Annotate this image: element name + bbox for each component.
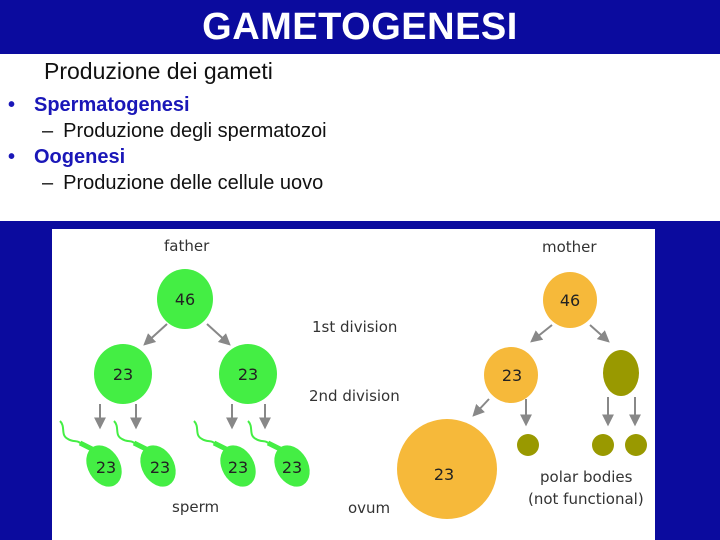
sperm-cells xyxy=(59,420,310,487)
bullet-dot: • xyxy=(8,94,16,116)
polar-body-3 xyxy=(625,434,647,456)
ovum-cell-count: 23 xyxy=(434,465,454,484)
primary-oocyte-cell xyxy=(484,347,538,403)
father-label: father xyxy=(164,237,210,255)
father-cell xyxy=(157,269,213,329)
male-cells xyxy=(94,269,277,404)
arrow-father-right xyxy=(206,323,231,346)
arrow-to-ovum xyxy=(472,398,490,417)
first-polar-body xyxy=(603,350,639,396)
sperm-label: sperm xyxy=(172,498,219,516)
primary-oocyte-count: 23 xyxy=(502,366,522,385)
division-arrows xyxy=(94,323,641,430)
bullet-label: Oogenesi xyxy=(34,146,126,168)
sperm-count-1: 23 xyxy=(96,458,116,477)
ovum-cell xyxy=(397,419,497,519)
slide-title: GAMETOGENESI xyxy=(202,5,518,48)
female-cells xyxy=(397,272,647,519)
second-division-label: 2nd division xyxy=(309,387,400,405)
sperm-cell-3 xyxy=(193,420,256,487)
diagram-canvas: father mother 1st division 2nd division … xyxy=(59,237,647,519)
bullet-list: • Spermatogenesi –Produzione degli sperm… xyxy=(8,92,327,196)
bullet-label: Spermatogenesi xyxy=(34,94,190,116)
slide-title-bar: GAMETOGENESI xyxy=(0,0,720,54)
polar-body-1 xyxy=(517,434,539,456)
slide-subtitle: Produzione dei gameti xyxy=(44,58,273,84)
mother-cell xyxy=(543,272,597,328)
sub-bullet-dash: – xyxy=(42,172,54,194)
first-division-label: 1st division xyxy=(312,318,397,336)
bullet-dot: • xyxy=(8,146,16,168)
sub-bullet-text: Produzione delle cellule uovo xyxy=(63,172,324,194)
bullet-spermatogenesis: • Spermatogenesi xyxy=(8,92,327,118)
not-functional-label: (not functional) xyxy=(528,490,644,508)
sperm-cell-2 xyxy=(113,420,176,487)
polar-body-2 xyxy=(592,434,614,456)
sperm-precursor-count-1: 23 xyxy=(113,365,133,384)
mother-cell-count: 46 xyxy=(560,291,580,310)
arrow-mother-right xyxy=(589,324,610,343)
arrow-mother-left xyxy=(530,324,553,343)
polar-bodies-label: polar bodies xyxy=(540,468,633,486)
sub-bullet-egg-cells: –Produzione delle cellule uovo xyxy=(8,170,327,196)
arrow-father-left xyxy=(143,323,168,346)
sperm-count-2: 23 xyxy=(150,458,170,477)
mother-label: mother xyxy=(542,238,597,256)
sub-bullet-text: Produzione degli spermatozoi xyxy=(63,120,327,142)
sub-bullet-dash: – xyxy=(42,120,54,142)
gametogenesis-diagram: father mother 1st division 2nd division … xyxy=(52,229,655,540)
sperm-precursor-count-2: 23 xyxy=(238,365,258,384)
sperm-cell-1 xyxy=(59,420,122,487)
sperm-count-4: 23 xyxy=(282,458,302,477)
father-cell-count: 46 xyxy=(175,290,195,309)
sperm-precursor-cell-2 xyxy=(219,344,277,404)
bullet-oogenesis: • Oogenesi xyxy=(8,144,327,170)
sperm-count-3: 23 xyxy=(228,458,248,477)
sub-bullet-spermatozoa: –Produzione degli spermatozoi xyxy=(8,118,327,144)
sperm-cell-4 xyxy=(247,420,310,487)
ovum-label: ovum xyxy=(348,499,390,517)
sperm-precursor-cell-1 xyxy=(94,344,152,404)
